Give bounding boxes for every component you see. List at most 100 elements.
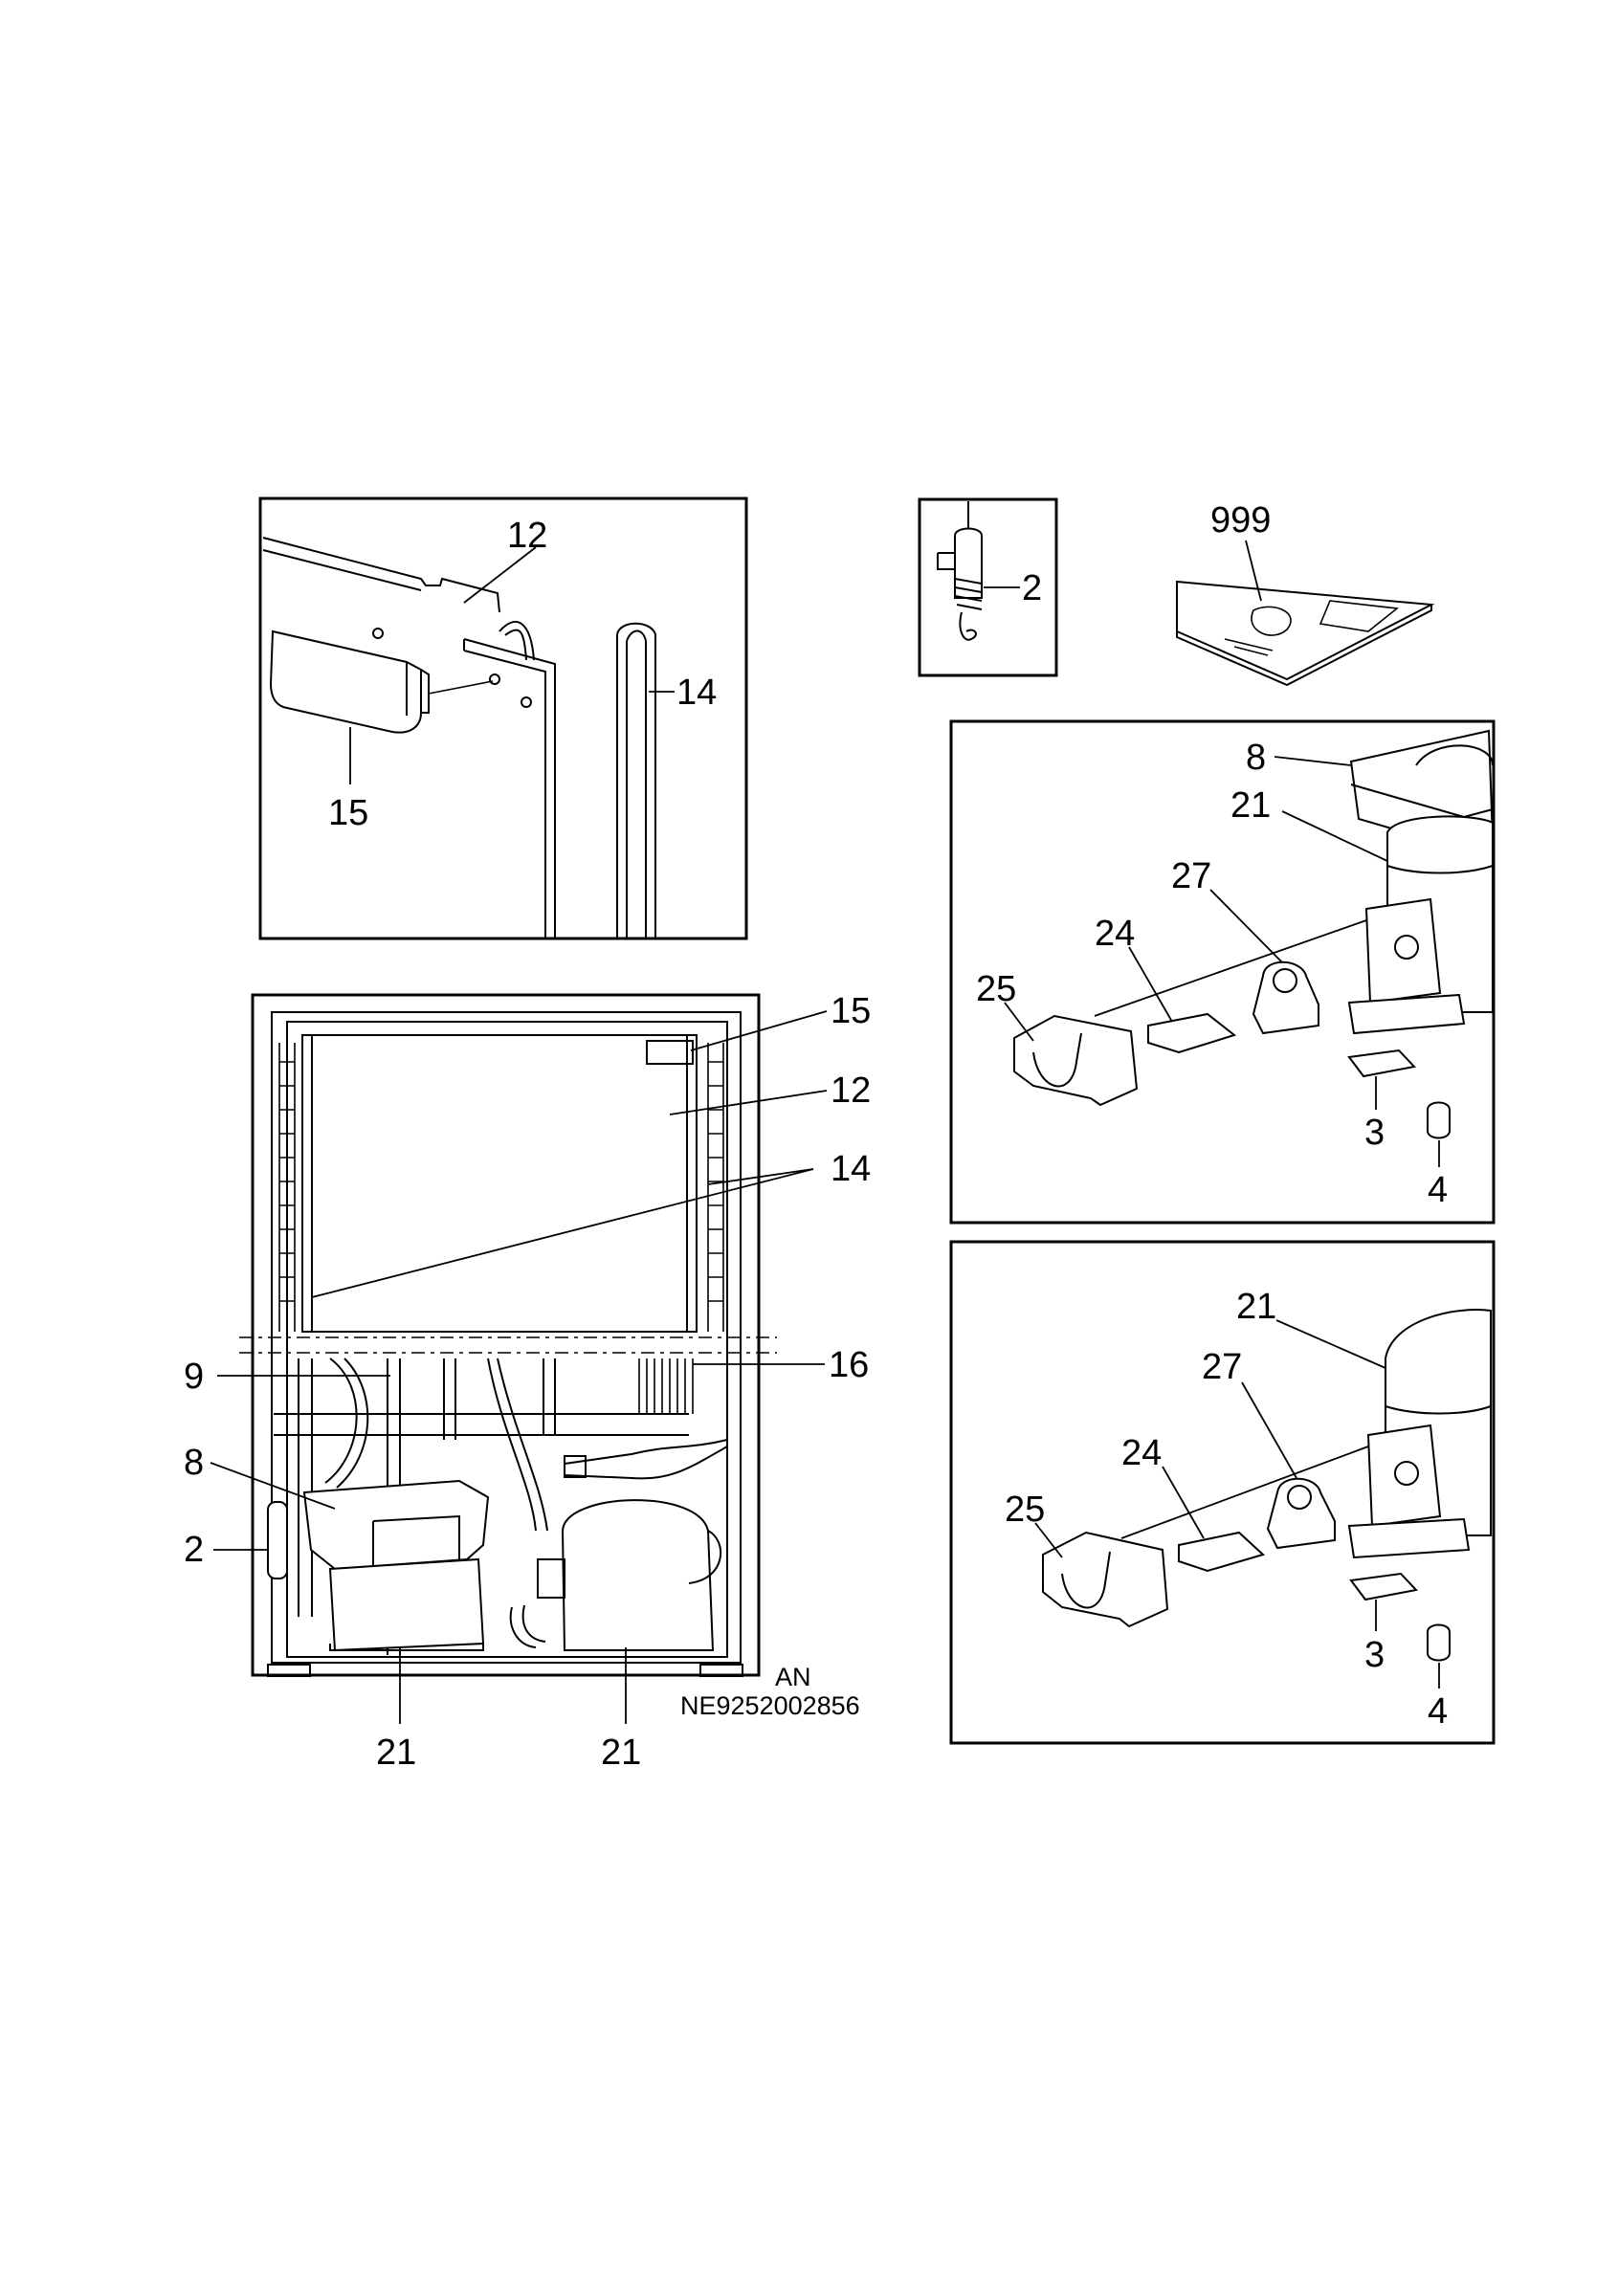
drier <box>564 1455 587 1478</box>
callout-16: 16 <box>829 1345 869 1385</box>
terminal-block <box>1364 897 1442 1004</box>
cover-detail <box>372 1514 460 1569</box>
gasket-right <box>707 1043 724 1332</box>
door-inner-edge <box>262 549 422 591</box>
compressor-right <box>561 1499 715 1651</box>
door-handle-part <box>269 629 422 734</box>
hinge-pipe <box>499 621 535 661</box>
handle-screw-line <box>428 680 494 695</box>
callout-2: 2 <box>1022 568 1042 608</box>
capillary-tube-2 <box>564 1446 728 1480</box>
compressor-left-base <box>329 1644 484 1651</box>
relay-dial <box>1287 1485 1312 1510</box>
curved-pipe-3 <box>487 1358 537 1532</box>
callout-25: 25 <box>976 969 1016 1009</box>
booklet-text-lines <box>1224 638 1274 656</box>
electrical-cover-8 <box>302 1479 490 1571</box>
gasket-top-inner <box>626 629 647 642</box>
screw-hole <box>372 628 384 639</box>
leader-25 <box>1034 1522 1063 1558</box>
foot <box>267 1664 311 1677</box>
clip-24 <box>1178 1531 1265 1573</box>
wiring <box>509 1604 546 1648</box>
booklet-drawing <box>1251 606 1292 636</box>
horizontal-pipe <box>274 1413 689 1436</box>
bush-4 <box>1427 1101 1451 1139</box>
curved-pipe-2 <box>336 1358 369 1489</box>
callout-27: 27 <box>1171 856 1211 896</box>
manual-booklet: 999 <box>1176 500 1435 687</box>
panel-cabinet-rear: 15 12 14 16 9 8 2 21 21 AN NE9252002856 <box>184 991 871 1773</box>
leader-axis <box>1120 1446 1369 1539</box>
callout-12: 12 <box>507 516 547 556</box>
callout-25: 25 <box>1005 1490 1045 1530</box>
sensor-on-cabinet <box>267 1501 288 1579</box>
leader-8 <box>210 1462 336 1510</box>
foot <box>699 1664 743 1677</box>
sensor-loop <box>959 611 977 641</box>
callout-15: 15 <box>328 793 368 833</box>
callout-2: 2 <box>184 1530 204 1570</box>
callout-3: 3 <box>1364 1113 1385 1153</box>
booklet-drawing <box>1319 600 1400 632</box>
vertical-pipe-2 <box>443 1358 456 1440</box>
door-right-edge <box>463 638 556 938</box>
cap-detail <box>1032 1032 1082 1088</box>
leader-24 <box>1162 1466 1205 1539</box>
relay-dial <box>1273 968 1297 993</box>
terminal-pin <box>1394 1461 1419 1486</box>
terminal-block <box>1366 1424 1442 1528</box>
door-panel <box>301 1034 698 1333</box>
panel-compressor-lower: 21 27 24 25 3 4 <box>949 1240 1496 1745</box>
clip-24 <box>1147 1012 1237 1054</box>
condenser-coil <box>638 1358 694 1414</box>
leader-24 <box>1128 946 1173 1023</box>
leader-999 <box>1245 540 1262 602</box>
grommet-3 <box>1347 1049 1416 1078</box>
panel-door-detail: 12 14 15 <box>258 497 748 940</box>
leader-12 <box>669 1090 828 1115</box>
panel-frame <box>918 497 1058 677</box>
callout-4: 4 <box>1428 1691 1448 1732</box>
handle-clip <box>420 669 430 714</box>
leader-15 <box>690 1010 828 1051</box>
grommet-3 <box>1349 1572 1418 1601</box>
start-relay-27 <box>1252 960 1319 1035</box>
terminal-pin <box>1394 935 1419 960</box>
leader-14b <box>311 1168 814 1298</box>
door-right-inner <box>463 650 546 938</box>
protective-cap-25 <box>1013 1014 1139 1107</box>
gasket-strip <box>616 634 656 938</box>
callout-8: 8 <box>1246 738 1266 778</box>
booklet-cover <box>1176 580 1435 681</box>
bush-4 <box>1427 1623 1451 1662</box>
callout-21: 21 <box>601 1733 641 1773</box>
cover-opening <box>1415 744 1494 766</box>
callout-8: 8 <box>184 1443 204 1483</box>
gasket-top <box>616 622 656 635</box>
cabinet-outline <box>251 993 761 1677</box>
callout-24: 24 <box>1121 1433 1162 1473</box>
callout-24: 24 <box>1095 914 1135 954</box>
gasket-left-ribs <box>279 1061 295 1302</box>
panel-sensor-detail: 2 <box>918 497 1058 677</box>
callout-21: 21 <box>1230 785 1271 826</box>
panel-compressor-upper: 8 21 27 24 25 3 4 <box>949 719 1496 1225</box>
callout-12: 12 <box>831 1071 871 1111</box>
panel-frame <box>949 1240 1496 1745</box>
callout-999: 999 <box>1210 500 1271 541</box>
door-panel-inner <box>311 1034 688 1333</box>
booklet-thickness <box>1176 605 1432 687</box>
leader-axis <box>1094 919 1367 1017</box>
callout-4: 4 <box>1428 1170 1448 1210</box>
callout-3: 3 <box>1364 1635 1385 1675</box>
cap-detail <box>1061 1551 1111 1609</box>
compressor-left <box>328 1557 485 1652</box>
compressor-band <box>1386 865 1494 874</box>
callout-21: 21 <box>376 1733 416 1773</box>
screw-hole <box>521 696 532 708</box>
callout-15: 15 <box>831 991 871 1031</box>
curved-pipe <box>324 1358 358 1484</box>
hinge-pipe-2 <box>504 629 527 661</box>
